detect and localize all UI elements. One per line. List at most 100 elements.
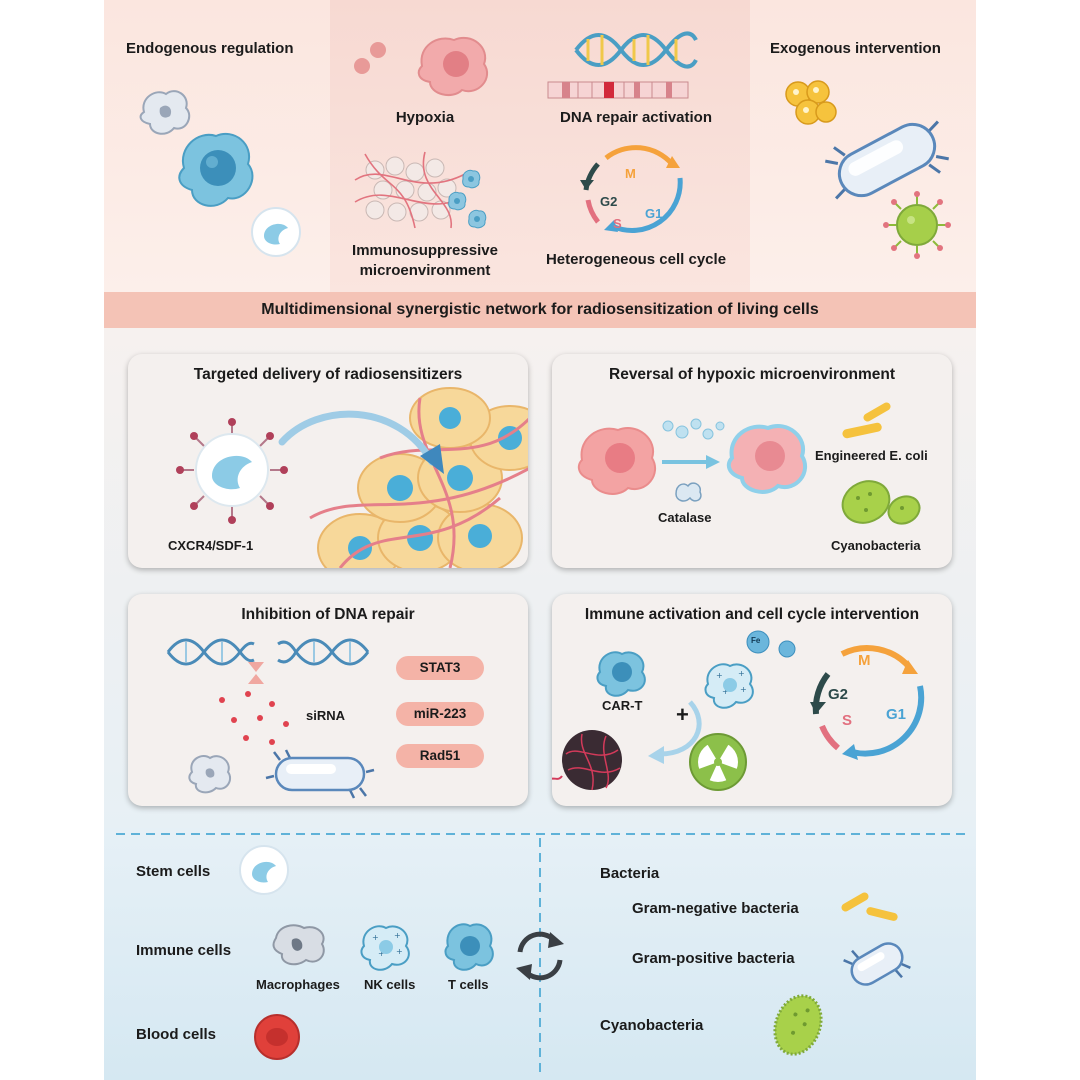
legend-red-blood-cell-icon	[254, 1014, 300, 1060]
legend-nk-cell-icon: + + + +	[360, 925, 410, 971]
hypoxic-tumor-cell-icon	[577, 427, 656, 495]
cell-cycle-icon	[580, 145, 683, 233]
oxygenated-tumor-cell-icon	[726, 424, 807, 494]
curved-arrow-icon	[648, 700, 702, 764]
oxygen-bubbles-icon	[662, 418, 725, 440]
vertical-dashed-divider	[539, 838, 541, 1078]
iron-particle-small-icon	[778, 640, 796, 658]
engineered-ecoli-label: Engineered E. coli	[815, 448, 928, 463]
gram-positive-rod-small-icon	[265, 749, 375, 799]
delivery-arrow-icon	[278, 410, 444, 474]
catalase-enzyme-icon	[675, 482, 702, 502]
dna-repair-inhibition-title: Inhibition of DNA repair	[241, 606, 415, 623]
dna-helix-icon	[574, 31, 698, 69]
immune-cell-icon	[468, 209, 487, 229]
targeted-delivery-title: Targeted delivery of radiosensitizers	[193, 366, 463, 383]
top-center-bg	[330, 0, 750, 292]
broken-dna-icon	[166, 638, 370, 666]
legend-cyanobacteria-label: Cyanobacteria	[600, 1017, 704, 1034]
legend-cyanobacteria-icon	[773, 994, 823, 1056]
cell-cycle-panel-icon	[810, 645, 925, 760]
exogenous-intervention-label: Exogenous intervention	[770, 40, 941, 57]
cyanobacteria-panel-label: Cyanobacteria	[831, 538, 921, 553]
panel-cycle-g1-label: G1	[886, 706, 907, 723]
sirna-particles-icon	[219, 691, 289, 745]
engineered-ecoli-icon	[842, 402, 891, 439]
iron-particle-icon	[746, 630, 770, 654]
panel-cycle-m-label: M	[858, 652, 871, 669]
legend-stem-cell-icon	[239, 845, 289, 895]
stem-cell-icon	[251, 207, 301, 257]
panel-cycle-g2-label: G2	[828, 686, 849, 703]
legend-nk-cells-label: NK cells	[364, 977, 416, 992]
banner-title: Multidimensional synergistic network for…	[261, 301, 819, 318]
repair-block-icon	[248, 662, 264, 684]
cycle-m-label: M	[625, 166, 636, 181]
svg-text:+: +	[716, 671, 723, 680]
cycle-arrows-icon	[516, 931, 564, 981]
macrophage-small-icon	[188, 754, 232, 794]
svg-text:+: +	[394, 931, 401, 940]
legend-blood-cells-label: Blood cells	[136, 1026, 217, 1043]
conversion-arrow-icon	[662, 455, 720, 469]
cycle-g2-label: G2	[600, 194, 618, 209]
nk-cell-icon: + + + +	[704, 663, 754, 709]
legend-immune-cells-label: Immune cells	[136, 942, 232, 959]
immune-activation-title: Immune activation and cell cycle interve…	[584, 606, 920, 623]
svg-text:+: +	[722, 687, 729, 696]
radiation-icon	[689, 733, 747, 791]
legend-macrophage-icon	[272, 924, 325, 966]
endogenous-regulation-label: Endogenous regulation	[126, 40, 294, 57]
car-t-label: CAR-T	[602, 698, 643, 713]
svg-text:+: +	[372, 933, 379, 942]
cyanobacteria-icon	[841, 480, 921, 525]
panel-cycle-s-label: S	[842, 712, 853, 729]
svg-text:+: +	[738, 669, 745, 678]
immune-cell-icon	[448, 191, 467, 211]
legend-t-cell-icon	[444, 923, 494, 971]
rad51-pill: Rad51	[396, 744, 484, 768]
cycle-s-label: S	[613, 216, 622, 231]
legend-gram-negative-label: Gram-negative bacteria	[632, 900, 799, 917]
svg-text:+: +	[740, 685, 747, 694]
microenvironment-label: microenvironment	[359, 262, 491, 279]
legend-macrophages-label: Macrophages	[256, 977, 340, 992]
legend-stem-cells-label: Stem cells	[136, 863, 211, 880]
legend-bacteria-label: Bacteria	[600, 865, 660, 882]
tumor-cell-icon	[552, 730, 622, 791]
legend-gram-negative-icon	[841, 892, 898, 921]
cxcr4-sdf1-label: CXCR4/SDF-1	[168, 538, 254, 553]
hypoxia-label: Hypoxia	[395, 109, 455, 126]
gram-positive-rod-icon	[825, 120, 949, 200]
extracellular-matrix-icon	[354, 151, 466, 229]
panel-immune-activation: Immune activation and cell cycle interve…	[552, 594, 952, 806]
small-bubble-icon	[370, 42, 386, 58]
fe-label: Fe	[751, 636, 761, 645]
hypoxic-cell-icon	[417, 37, 489, 97]
immune-cell-icon	[462, 169, 481, 189]
mir223-pill: miR-223	[396, 702, 484, 726]
tumor-tissue-icon	[309, 387, 528, 568]
small-bubble-icon	[354, 58, 370, 74]
svg-text:+: +	[378, 949, 385, 958]
dna-sequence-bar-icon	[547, 81, 689, 99]
banner	[104, 292, 976, 328]
horizontal-dashed-divider	[116, 833, 966, 835]
immunosuppressive-label: Immunosuppressive	[352, 242, 498, 259]
panel-hypoxic-reversal: Reversal of hypoxic microenvironment Cat…	[552, 354, 952, 568]
hypoxic-reversal-title: Reversal of hypoxic microenvironment	[609, 366, 895, 383]
cycle-g1-label: G1	[645, 206, 663, 221]
car-t-cell-icon	[596, 651, 646, 697]
legend-gram-positive-label: Gram-positive bacteria	[632, 950, 795, 967]
macrophage-icon	[139, 90, 191, 135]
engineered-stem-cell-icon	[176, 418, 288, 524]
svg-text:+: +	[396, 947, 403, 956]
virus-bacterium-icon	[883, 191, 951, 259]
panel-targeted-delivery: Targeted delivery of radiosensitizers	[128, 354, 528, 568]
legend-gram-positive-icon	[843, 942, 911, 986]
panel-dna-repair-inhibition: Inhibition of DNA repair siRNA STAT3 miR…	[128, 594, 528, 806]
stat3-pill: STAT3	[396, 656, 484, 680]
plus-sign: +	[676, 702, 689, 727]
heterogeneous-cell-cycle-label: Heterogeneous cell cycle	[545, 251, 727, 268]
sirna-label: siRNA	[306, 708, 346, 723]
